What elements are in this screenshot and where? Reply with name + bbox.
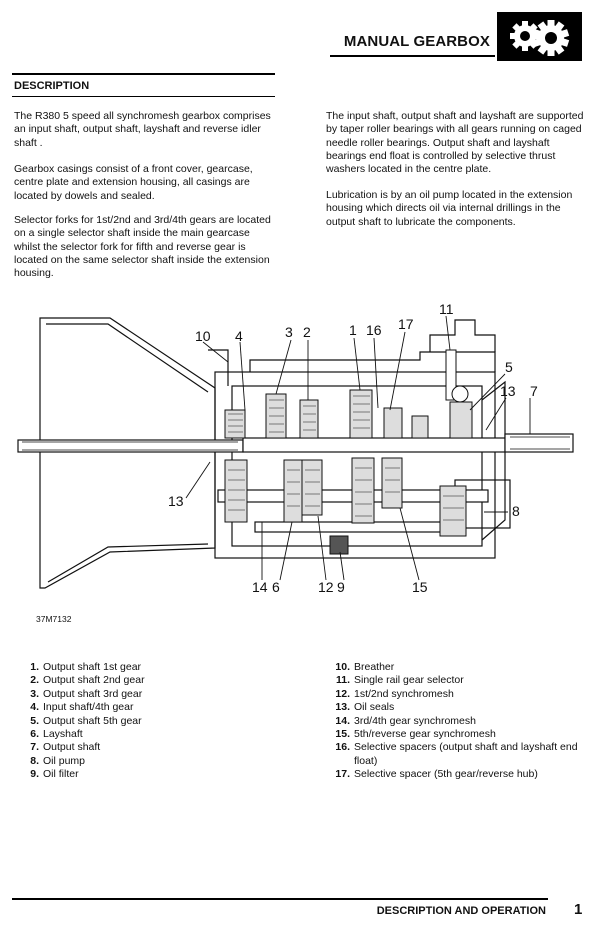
paragraph-left-1: The R380 5 speed all synchromesh gearbox… [14,110,271,149]
diagram-callout-12: 12 [318,579,334,595]
paragraph-left-3: Selector forks for 1st/2nd and 3rd/4th g… [14,214,271,280]
legend-number: 11. [335,674,350,687]
header-rule [330,55,495,57]
legend-item: 15. 5th/reverse gear synchromesh [331,728,601,741]
paragraph-right-1: The input shaft, output shaft and laysha… [326,110,584,176]
diagram-callout-13-upper: 13 [500,383,516,399]
legend-number: 9. [30,768,39,781]
diagram-callout-8: 8 [512,503,520,519]
diagram-callout-16: 16 [366,322,382,338]
legend-item: 17. Selective spacer (5th gear/reverse hu… [331,768,601,781]
legend-item: 13. Oil seals [331,701,601,714]
legend-number: 13. [335,701,350,714]
legend-text: Input shaft/4th gear [43,701,134,714]
legend-number: 15. [335,728,350,741]
legend-number: 7. [30,741,39,754]
legend-item: 2. Output shaft 2nd gear [24,674,304,687]
legend-text: 1st/2nd synchromesh [354,687,454,700]
legend-number: 12. [335,687,350,700]
diagram-callout-3: 3 [285,324,293,340]
diagram-callout-1: 1 [349,322,357,338]
section-rule-top [12,73,275,75]
gearbox-cross-section-diagram: 10 4 3 2 1 16 17 11 5 13 7 13 8 14 6 12 … [0,290,615,610]
page-header-title: MANUAL GEARBOX [343,33,490,50]
legend-text: Oil seals [354,701,395,714]
figure-reference: 37M7132 [36,614,72,624]
legend-number: 17. [335,768,350,781]
legend-text: 3rd/4th gear synchromesh [354,714,476,727]
diagram-callout-5: 5 [505,359,513,375]
legend-text: Output shaft 2nd gear [43,674,145,687]
legend-item: 1. Output shaft 1st gear [24,661,304,674]
gears-icon [497,12,582,61]
section-rule-bottom [12,96,275,97]
legend-item: 8. Oil pump [24,755,304,768]
diagram-callout-9: 9 [337,579,345,595]
legend-text: Oil pump [43,754,86,767]
legend-text: Layshaft [43,728,83,741]
legend-text: Breather [354,661,395,673]
legend-item: 16. Selective spacers (output shaft and l… [331,741,601,768]
legend-text: Single rail gear selector [354,674,464,687]
legend-text: Selective spacers (output shaft and lays… [354,741,578,767]
legend-item: 5. Output shaft 5th gear [24,715,304,728]
legend-text: Output shaft 3rd gear [43,687,143,700]
legend-number: 8. [30,754,39,767]
legend-item: 3. Output shaft 3rd gear [24,688,304,701]
diagram-callout-6: 6 [272,579,280,595]
footer-rule [12,898,548,900]
legend-number: 16. [335,741,350,754]
diagram-callout-7: 7 [530,383,538,399]
diagram-callout-13-lower: 13 [168,493,184,509]
diagram-callout-17: 17 [398,316,414,332]
diagram-callout-14: 14 [252,579,268,595]
footer-title: DESCRIPTION AND OPERATION [376,905,546,917]
legend-item: 4. Input shaft/4th gear [24,701,304,714]
legend-number: 2. [30,674,39,687]
legend-item: 14. 3rd/4th gear synchromesh [331,715,601,728]
paragraph-left-2: Gearbox casings consist of a front cover… [14,163,253,202]
legend-item: 11. Single rail gear selector [331,674,601,687]
legend-text: Output shaft 1st gear [43,661,142,673]
legend-item: 6. Layshaft [24,728,304,741]
legend-text: Selective spacer (5th gear/reverse hub) [354,768,538,781]
diagram-callout-15: 15 [412,579,428,595]
diagram-callout-4: 4 [235,328,243,344]
legend-item: 12. 1st/2nd synchromesh [331,688,601,701]
legend-item: 7. Output shaft [24,741,304,754]
legend-number: 5. [30,714,39,727]
paragraph-right-2: Lubrication is by an oil pump located in… [326,189,573,228]
diagram-callout-2: 2 [303,324,311,340]
legend-text: Oil filter [43,768,79,781]
page-number: 1 [574,901,583,918]
legend-text: 5th/reverse gear synchromesh [354,728,496,741]
legend-text: Output shaft 5th gear [43,714,142,727]
legend-number: 6. [30,728,39,741]
legend-number: 10. [335,661,350,673]
legend-right-column: 10. Breather 11. Single rail gear selector… [331,661,601,782]
legend-left-column: 1. Output shaft 1st gear 2. Output shaft 2… [24,661,304,782]
legend-number: 14. [335,714,350,727]
legend-number: 1. [30,661,39,673]
diagram-callout-10: 10 [195,328,211,344]
legend-item: 10. Breather [331,661,601,674]
legend-item: 9. Oil filter [24,768,304,781]
section-heading: DESCRIPTION [14,80,90,92]
legend-number: 3. [30,687,39,700]
legend-number: 4. [30,701,39,714]
legend-text: Output shaft [43,741,101,754]
diagram-callout-11: 11 [439,301,454,317]
